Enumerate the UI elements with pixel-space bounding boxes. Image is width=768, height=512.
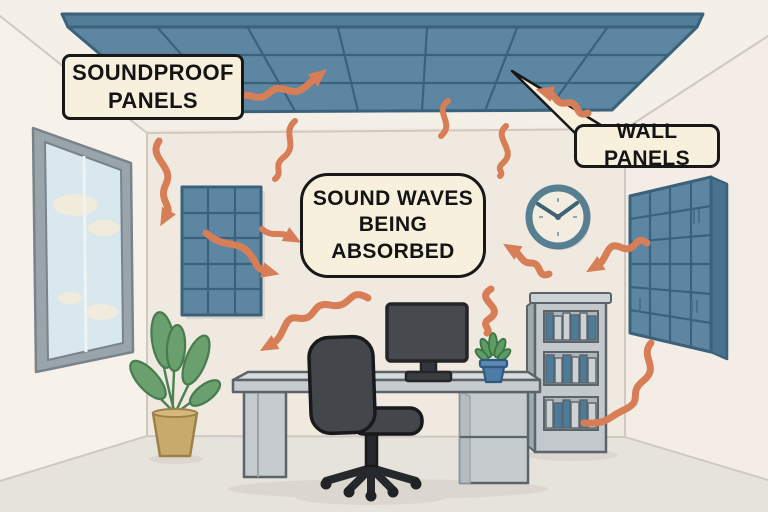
desk-plant <box>474 332 512 384</box>
bookshelf <box>526 292 618 461</box>
ceiling-panel-lip <box>60 12 705 29</box>
left-panel-face <box>180 185 263 317</box>
soundproof-panels-label-line1: SOUNDPROOF <box>72 60 234 86</box>
wave-arrow-near-clock <box>503 243 553 279</box>
absorbed-label-line1: SOUND WAVES <box>312 186 474 210</box>
soundproof-panels-label: SOUNDPROOF PANELS <box>62 54 244 120</box>
chair-base-legs <box>322 464 420 497</box>
wave-arrow-to-ceiling-right <box>535 86 592 118</box>
monitor <box>385 302 469 383</box>
chair-wheel <box>320 478 332 490</box>
sound-wave-squiggle <box>438 98 451 139</box>
clock-ticks <box>539 198 577 236</box>
right-wall-acoustic-panel <box>628 175 729 361</box>
floor-plant <box>129 311 222 464</box>
left-panel-grid <box>182 187 261 315</box>
clock-center <box>555 214 561 220</box>
monitor-base <box>404 370 453 383</box>
chair-wheel <box>343 486 355 498</box>
floor-plant-pot-rim <box>152 408 198 418</box>
bookshelf-top <box>529 292 612 304</box>
wave-arrow-toward-desk <box>259 291 372 351</box>
sound-waves-absorbed-label: SOUND WAVES BEING ABSORBED <box>300 173 486 278</box>
absorbed-label-line3: ABSORBED <box>331 239 455 263</box>
clock-hands <box>536 201 579 219</box>
chair-wheel <box>410 478 422 490</box>
chair-wheel <box>387 486 399 498</box>
wall-panels-label-text: WALL PANELS <box>603 120 691 170</box>
chair-back <box>307 334 377 436</box>
sound-wave-arrows <box>152 69 655 427</box>
wave-arrow-from-right-panel <box>586 237 651 273</box>
window <box>31 126 135 374</box>
wall-clock <box>525 184 591 250</box>
wave-arrow-down-left <box>152 137 176 227</box>
chair-wheel <box>365 490 377 502</box>
monitor-screen <box>385 302 469 363</box>
absorbed-label-line2: BEING <box>358 213 428 237</box>
sound-wave-right-of-monitor <box>482 285 498 337</box>
sound-wave-squiggle <box>496 123 511 179</box>
right-panel-grid <box>629 182 712 347</box>
floor-plant-pot <box>151 411 199 458</box>
wall-panels-label: WALL PANELS <box>574 120 720 170</box>
right-panel-side <box>709 175 729 361</box>
wave-arrow-right-of-panel <box>259 226 302 243</box>
floor-plant-stems <box>149 361 201 415</box>
desk-plant-pot <box>481 365 506 384</box>
floor-plant-leaves <box>129 311 222 407</box>
right-panel-texture <box>639 209 700 313</box>
chair-post <box>364 430 379 468</box>
wave-arrow-across-left-panel <box>202 229 280 278</box>
window-mullion <box>82 155 88 353</box>
soundproof-panels-label-line2: PANELS <box>107 88 198 113</box>
sound-wave-over-bookshelf <box>580 339 655 427</box>
sound-wave-squiggle <box>272 118 298 182</box>
desk-left-leg <box>242 390 288 479</box>
books <box>545 312 597 429</box>
office-chair <box>295 334 447 505</box>
